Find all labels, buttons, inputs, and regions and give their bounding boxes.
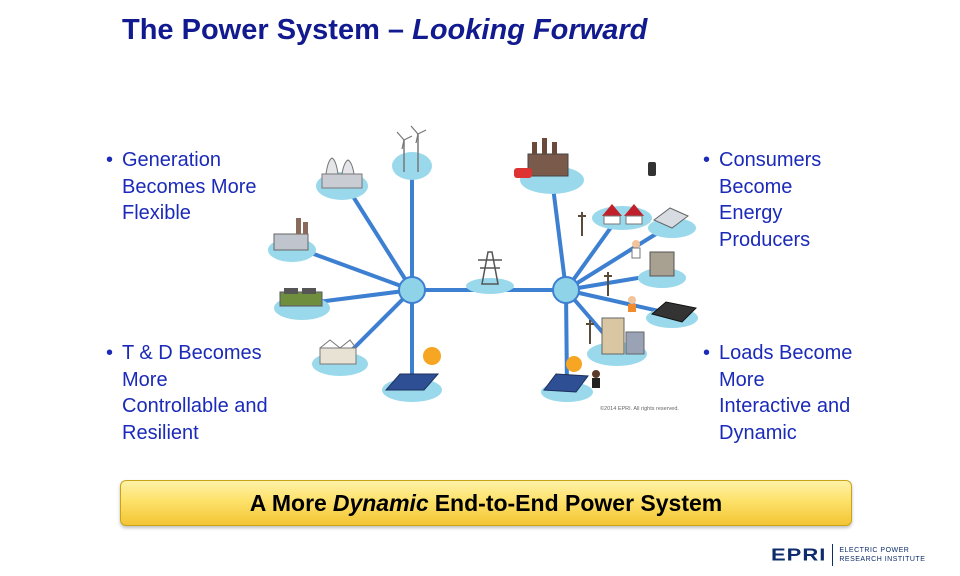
- apartment-building-icon: [587, 317, 647, 366]
- banner-emphasis: Dynamic: [332, 489, 429, 516]
- power-system-illustration: ©2014 EPRI. All rights reserved.: [268, 125, 698, 412]
- gas-plant-icon: [274, 288, 330, 320]
- bullet-line: Dynamic: [719, 421, 797, 444]
- bullet-loads: Loads Become More Interactive and Dynami…: [703, 340, 852, 446]
- logo-mark: EPRI: [771, 544, 827, 565]
- logo-divider: [832, 544, 834, 566]
- bullet-line: Become: [719, 175, 793, 198]
- logo-line-1: ELECTRIC POWER: [839, 547, 910, 554]
- distribution-hub: [552, 276, 580, 304]
- homes-and-ev-icon: [592, 162, 656, 230]
- data-center-icon: [646, 301, 698, 328]
- transmission-tower-icon: [466, 251, 514, 294]
- commercial-building-icon: [638, 251, 686, 288]
- office-building-icon: [648, 207, 696, 238]
- bullet-line: Flexible: [122, 202, 191, 224]
- banner-text-after: End-to-End Power System: [434, 489, 723, 516]
- factory-icon: [514, 138, 584, 194]
- title-emphasis: Looking Forward: [412, 14, 648, 46]
- bullet-line: Controllable and: [122, 395, 268, 417]
- bullet-line: Interactive and: [719, 395, 851, 417]
- generation-hub: [398, 276, 426, 304]
- bullet-consumers: Consumers Become Energy Producers: [703, 147, 821, 253]
- bullet-line: Loads Become: [719, 342, 853, 364]
- bullet-line: Becomes More: [122, 175, 257, 198]
- coal-plant-icon: [268, 218, 316, 262]
- logo-line-2: RESEARCH INSTITUTE: [839, 556, 926, 563]
- wind-turbine-icon: [392, 125, 432, 180]
- bullet-generation: Generation Becomes More Flexible: [106, 147, 257, 227]
- bullet-line: More: [122, 368, 168, 391]
- logo-wordmark: ELECTRIC POWER RESEARCH INSTITUTE: [839, 546, 925, 564]
- bullet-td: T & D Becomes More Controllable and Resi…: [106, 340, 268, 446]
- summary-banner: A More Dynamic End-to-End Power System: [120, 480, 852, 526]
- power-system-diagram: ©2014 EPRI. All rights reserved.: [252, 124, 700, 416]
- slide-title: The Power System – Looking Forward: [122, 14, 647, 47]
- bullet-line: Consumers: [719, 149, 822, 171]
- bullet-line: More: [719, 368, 765, 391]
- rooftop-solar-icon: [541, 356, 593, 402]
- bullet-line: Producers: [719, 228, 811, 251]
- title-main: The Power System –: [122, 14, 413, 46]
- bullet-line: T & D Becomes: [122, 342, 262, 364]
- bullet-line: Energy: [719, 202, 783, 224]
- epri-logo: EPRI ELECTRIC POWER RESEARCH INSTITUTE: [771, 540, 952, 570]
- diagram-copyright: ©2014 EPRI. All rights reserved.: [600, 405, 679, 412]
- industrial-plant-icon: [312, 339, 368, 376]
- bullet-line: Resilient: [122, 421, 199, 444]
- consumer-people-icon: [592, 240, 641, 388]
- solar-farm-icon: [382, 347, 442, 402]
- utility-poles-icon: [578, 212, 612, 344]
- banner-text-before: A More: [249, 489, 327, 516]
- bullet-line: Generation: [122, 149, 221, 171]
- nuclear-plant-icon: [316, 157, 368, 200]
